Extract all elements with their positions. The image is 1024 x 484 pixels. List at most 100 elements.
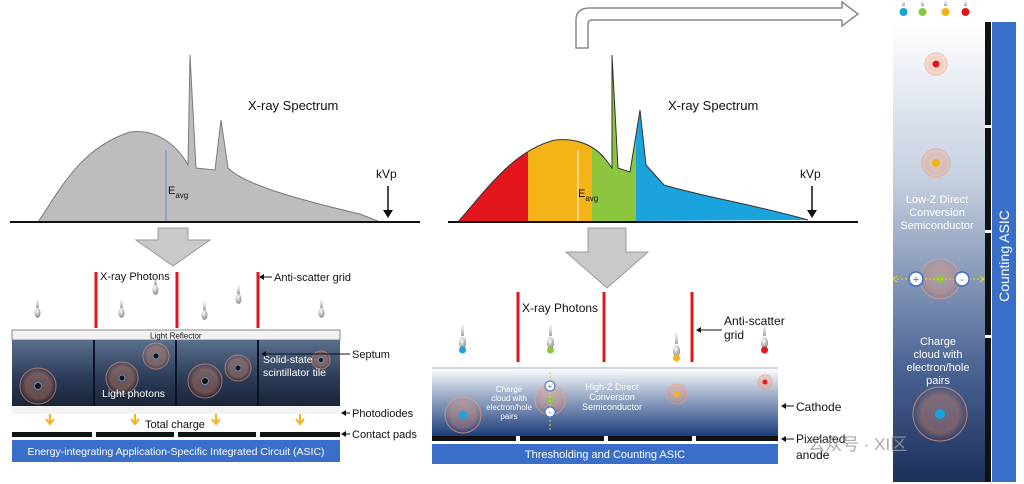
middle-anode-arrowhead <box>781 436 786 442</box>
middle-semi-label-1: High-Z Direct <box>585 382 639 392</box>
anode-pixel <box>432 436 516 441</box>
middle-grid-arrowhead <box>696 327 701 333</box>
right-pixel-strip <box>985 22 991 482</box>
hole-symbol <box>544 380 556 392</box>
right-panel: + - Low-Z Direct Conversion Semiconducto… <box>892 0 1016 482</box>
photon-bullet <box>201 300 208 320</box>
left-light-photons-label: Light photons <box>102 388 165 400</box>
photon-bullet-blue <box>459 322 466 354</box>
middle-spectrum-title: X-ray Spectrum <box>668 98 758 113</box>
left-septum-label: Septum <box>352 349 390 361</box>
spectrum-band-red <box>458 55 528 222</box>
middle-cathode-arrowhead <box>781 403 786 409</box>
contact-pad <box>96 432 174 437</box>
anode-pixel <box>520 436 604 441</box>
anode-pixel <box>696 436 778 441</box>
hole-symbol-text: + <box>913 274 919 286</box>
middle-asic-label: Thresholding and Counting ASIC <box>525 449 685 461</box>
left-total-charge-label: Total charge <box>145 419 205 431</box>
middle-asic-bar <box>432 444 778 464</box>
middle-grid-label-1: Anti-scatter <box>724 314 785 328</box>
right-cloud-label-4: pairs <box>926 375 950 387</box>
middle-curved-arrow <box>575 0 860 49</box>
middle-grid-label-2: grid <box>724 328 744 342</box>
hole-symbol-text: + <box>548 382 553 391</box>
left-light-glows <box>19 342 331 405</box>
left-down-arrow <box>134 227 212 267</box>
charge-cloud <box>757 374 773 390</box>
electron-symbol <box>954 271 970 287</box>
left-spectrum: X-ray Spectrum Eavg kVp <box>10 54 420 223</box>
left-contact-pads-arrowhead <box>341 431 346 437</box>
left-kvp-label: kVp <box>376 167 397 181</box>
left-grid-label: Anti-scatter grid <box>274 272 351 284</box>
middle-panel: X-ray Spectrum Eavg kVp X-ray Photons An… <box>432 0 860 464</box>
middle-anode-label-1: Pixelated <box>796 432 845 446</box>
middle-photons-label: X-ray Photons <box>522 301 598 315</box>
right-semi-label-1: Low-Z Direct <box>906 194 968 206</box>
electron-symbol-text: - <box>549 408 552 417</box>
photon-bullet-red <box>961 0 970 16</box>
middle-cloud-label-4: pairs <box>500 412 517 421</box>
middle-kvp-label: kVp <box>800 167 821 181</box>
left-contact-pads <box>12 432 340 437</box>
carrier-arrowhead <box>979 275 985 283</box>
photon-bullet-green <box>547 322 554 354</box>
right-charge-clouds <box>912 52 968 442</box>
light-glow <box>311 350 331 370</box>
charge-arrow <box>45 414 55 426</box>
photon-bullet-blue <box>899 0 908 16</box>
watermark: 公众号 · XI区 <box>808 435 907 454</box>
light-glow <box>105 361 139 395</box>
contact-pad <box>178 432 256 437</box>
left-photons-label: X-ray Photons <box>100 271 170 283</box>
light-glow <box>187 363 223 399</box>
charge-cloud <box>444 396 482 434</box>
middle-semi-label-2: Conversion <box>589 392 635 402</box>
middle-spectrum-outline <box>457 54 809 223</box>
photon-bullet <box>235 284 242 304</box>
contact-pad <box>260 432 340 437</box>
anode-pixel <box>608 436 692 441</box>
charge-arrow <box>295 414 305 426</box>
left-tile-label-1: Solid-state <box>263 354 313 366</box>
left-photon-bullets <box>34 275 325 320</box>
middle-pixelated-anode <box>432 436 778 441</box>
right-carriers: + - <box>892 271 985 287</box>
right-photon-bullets <box>899 0 970 16</box>
left-grid-arrowhead <box>259 274 264 280</box>
left-panel: X-ray Spectrum Eavg kVp X-ray Photons An… <box>10 54 420 462</box>
left-tile-label-2: scintillator tile <box>263 367 326 379</box>
charge-cloud <box>924 52 948 76</box>
right-asic-bar <box>992 22 1016 482</box>
left-asic-label: Energy-integrating Application-Specific … <box>27 446 324 458</box>
pixel-gap <box>985 125 991 128</box>
spectrum-band-green <box>592 55 636 222</box>
left-kvp-arrowhead <box>383 210 393 218</box>
spectrum-band-blue <box>636 55 808 222</box>
spectrum-band-orange <box>528 55 592 222</box>
left-photodiodes-label: Photodiodes <box>352 408 414 420</box>
left-spectrum-title: X-ray Spectrum <box>248 98 338 113</box>
left-asic-bar <box>12 440 340 462</box>
photon-bullet <box>118 298 125 318</box>
carrier-arrowhead <box>892 275 898 283</box>
middle-eavg-label: Eavg <box>578 188 598 203</box>
left-photodiodes-arrowhead <box>341 410 346 416</box>
left-charge-arrows <box>45 414 305 426</box>
photon-bullet <box>318 298 325 318</box>
right-semi-label-3: Semiconductor <box>900 220 974 232</box>
pixel-gap <box>985 230 991 233</box>
light-glow <box>19 367 57 405</box>
middle-semi-label-3: Semiconductor <box>582 402 642 412</box>
photon-bullet-green <box>918 0 927 16</box>
photon-bullet-orange <box>941 0 950 16</box>
contact-pad <box>12 432 92 437</box>
light-glow <box>224 354 252 382</box>
right-semi-label-2: Conversion <box>909 207 965 219</box>
left-septum-arrowhead <box>261 351 266 357</box>
middle-cathode-label: Cathode <box>796 400 842 414</box>
middle-anti-scatter-grid <box>516 292 694 362</box>
photon-bullet <box>34 298 41 318</box>
